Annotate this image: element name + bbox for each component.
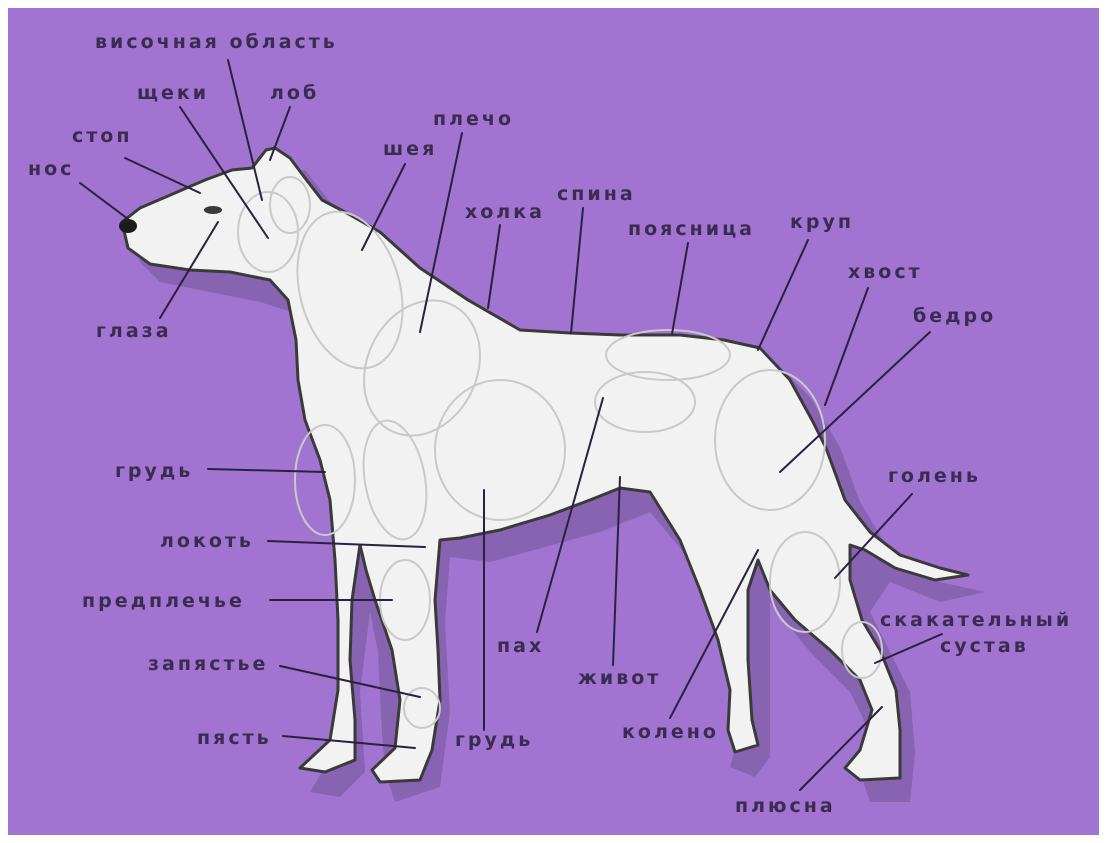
label-hvost: хвост — [848, 261, 923, 283]
label-sheya: шея — [383, 138, 437, 160]
label-golen: голень — [888, 465, 981, 487]
label-nos: нос — [28, 158, 74, 180]
label-visochnaya-oblast: височная область — [95, 31, 338, 53]
label-zhivot: живот — [578, 667, 661, 689]
label-plecho: плечо — [433, 108, 514, 130]
label-skakatelny: скакательный — [880, 609, 1072, 631]
label-poyasnitsa: поясница — [628, 218, 755, 240]
label-grud-left: грудь — [115, 460, 193, 482]
label-koleno: колено — [622, 721, 719, 743]
label-lob: лоб — [270, 82, 319, 104]
label-krup: круп — [790, 211, 854, 233]
label-stop: стоп — [72, 125, 132, 147]
nose-mark — [119, 219, 137, 233]
label-plyusna: плюсна — [735, 795, 836, 817]
label-glaza: глаза — [96, 320, 172, 342]
label-predplechye: предплечье — [82, 590, 245, 612]
label-sustav: сустав — [940, 635, 1029, 657]
label-holka: холка — [465, 201, 545, 223]
label-grud-bottom: грудь — [455, 729, 533, 751]
eye-mark — [204, 206, 222, 214]
label-spina: спина — [557, 183, 636, 205]
label-lokot: локоть — [160, 530, 254, 552]
label-scheki: щеки — [137, 82, 209, 104]
label-bedro: бедро — [913, 305, 996, 327]
label-pah: пах — [497, 635, 544, 657]
label-zapyastye: запястье — [148, 653, 268, 675]
label-pyast: пясть — [197, 727, 272, 749]
